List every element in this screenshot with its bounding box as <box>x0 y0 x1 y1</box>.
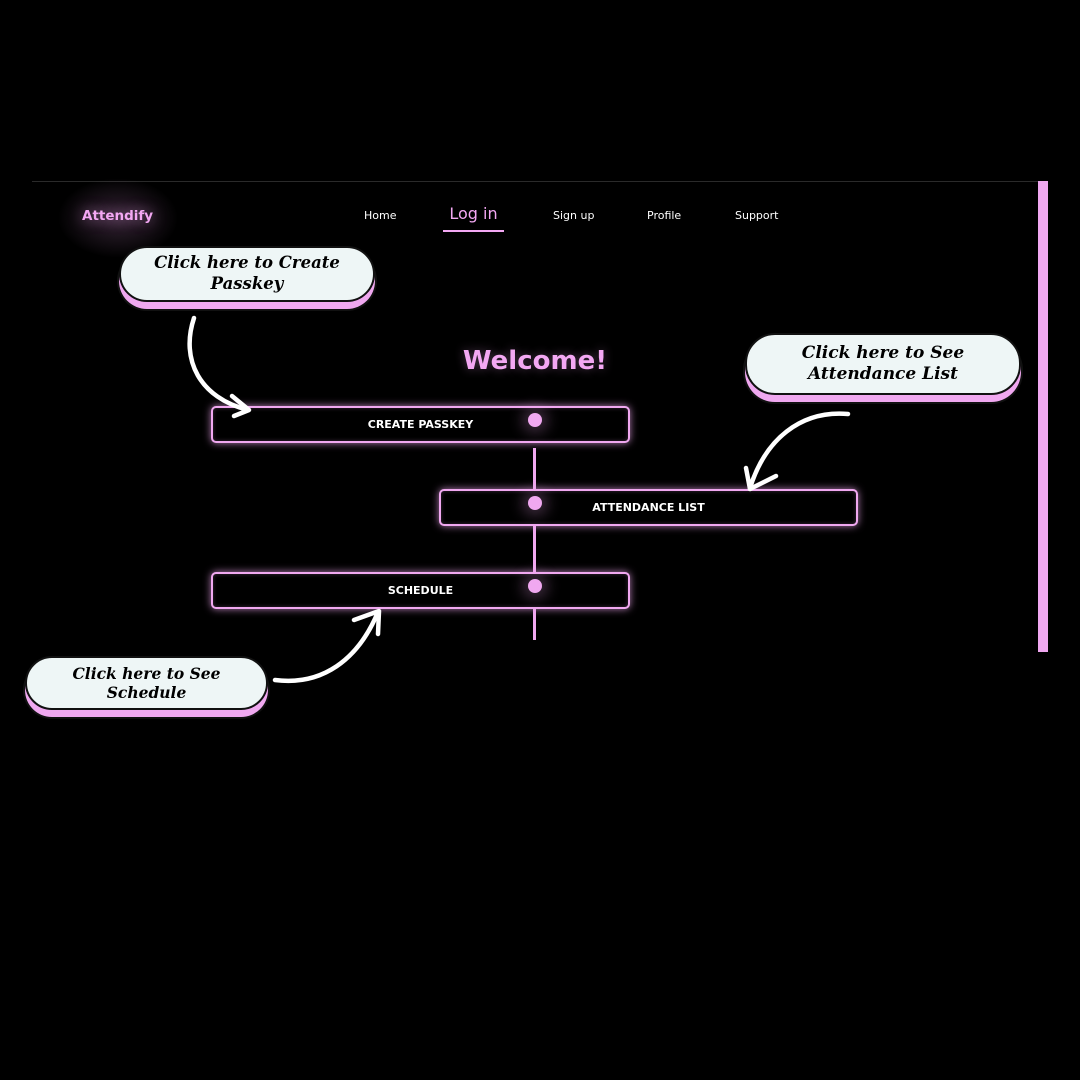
schedule-button[interactable]: SCHEDULE <box>211 572 630 609</box>
nav-support[interactable]: Support <box>735 209 779 222</box>
schedule-label: SCHEDULE <box>387 584 454 597</box>
attendance-list-button[interactable]: ATTENDANCE LIST <box>439 489 858 526</box>
timeline-dot-icon <box>528 496 542 510</box>
timeline-line <box>533 448 536 640</box>
callout-schedule: Click here to See Schedule <box>25 656 268 710</box>
brand-logo[interactable]: Attendify <box>82 208 154 224</box>
callout-attendance-list-text: Click here to See Attendance List <box>801 342 965 384</box>
curved-arrow-icon <box>187 315 252 419</box>
nav-profile[interactable]: Profile <box>647 209 682 222</box>
callout-schedule-text: Click here to See Schedule <box>72 663 221 702</box>
welcome-heading: Welcome! <box>462 346 608 376</box>
callout-create-passkey-text: Click here to Create Passkey <box>154 253 340 293</box>
create-passkey-label: CREATE PASSKEY <box>367 418 474 431</box>
nav-login[interactable]: Log in <box>449 204 498 223</box>
header-divider <box>32 181 1038 182</box>
nav-signup[interactable]: Sign up <box>553 209 595 222</box>
create-passkey-button[interactable]: CREATE PASSKEY <box>211 406 630 443</box>
brand-glow <box>58 178 178 258</box>
right-accent-bar <box>1038 181 1048 652</box>
timeline-dot-icon <box>528 579 542 593</box>
callout-create-passkey: Click here to Create Passkey <box>119 246 375 302</box>
nav-home[interactable]: Home <box>364 209 397 222</box>
nav-login-underline <box>443 230 504 232</box>
curved-arrow-icon <box>743 411 851 492</box>
callout-attendance-list: Click here to See Attendance List <box>745 333 1021 395</box>
timeline-dot-icon <box>528 413 542 427</box>
curved-arrow-icon <box>272 608 382 684</box>
attendance-list-label: ATTENDANCE LIST <box>592 501 705 514</box>
